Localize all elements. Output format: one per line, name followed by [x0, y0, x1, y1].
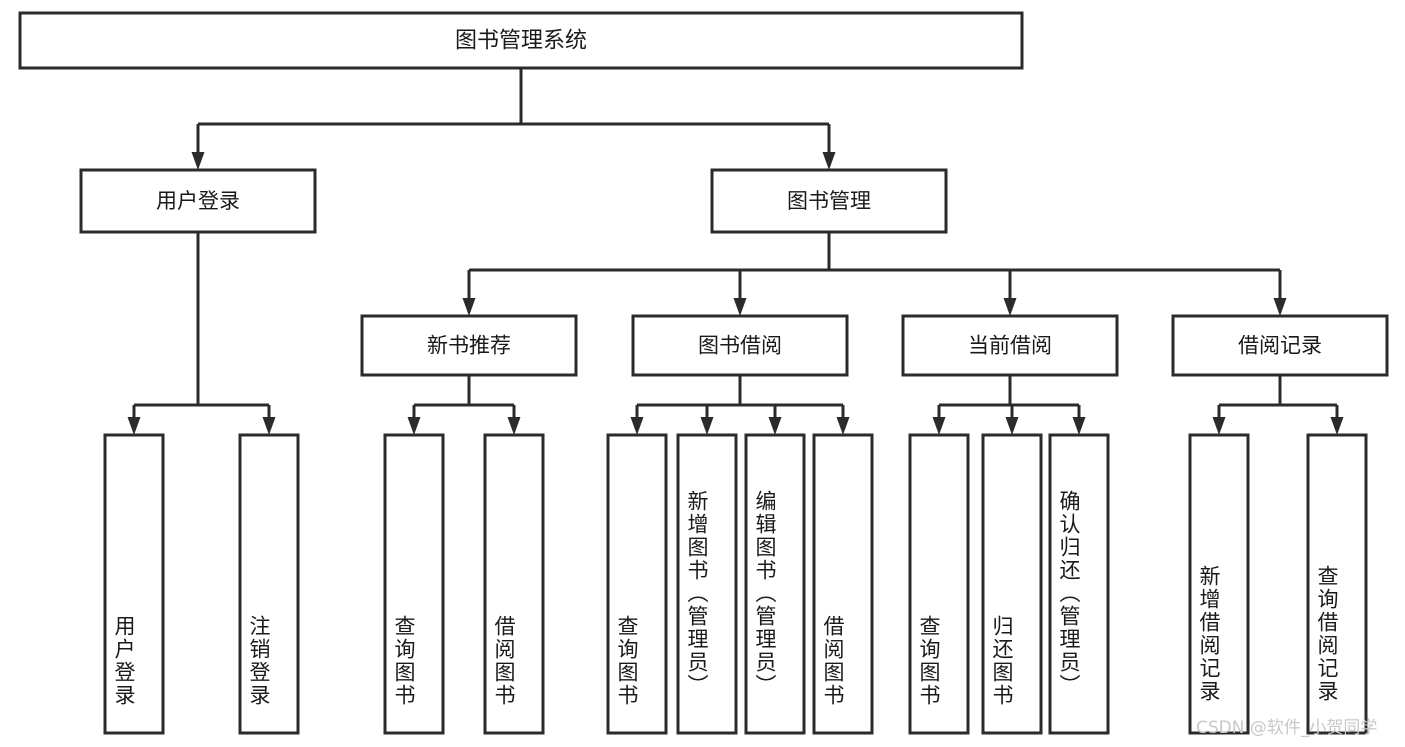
arrowhead-icon: [407, 417, 421, 435]
csdn-watermark: CSDN @软件_小贺同学: [1196, 718, 1377, 738]
connector-layer: [127, 68, 1344, 435]
arrowhead-icon: [191, 152, 205, 170]
node-new-book-rec-box: [360, 314, 578, 377]
node-leaf-query-book-3-box: [908, 433, 970, 735]
node-leaf-borrow-book-2-label: 借阅图书: [821, 615, 845, 707]
node-leaf-add-book-label: 新增图书（管理员）: [685, 490, 709, 697]
node-book-borrow-label: 图书借阅: [698, 334, 782, 358]
node-leaf-query-book-2-label: 查询图书: [615, 615, 639, 707]
node-leaf-add-book-box: [676, 433, 738, 735]
node-new-book-rec-label: 新书推荐: [427, 334, 511, 358]
arrowhead-icon: [462, 298, 476, 316]
arrowhead-icon: [507, 417, 521, 435]
node-leaf-borrow-book-1-label: 借阅图书: [492, 615, 516, 707]
arrowhead-icon: [700, 417, 714, 435]
node-leaf-borrow-book-2-box: [812, 433, 874, 735]
node-book-manage-label: 图书管理: [787, 189, 871, 213]
node-leaf-add-book[interactable]: 新增图书（管理员）: [676, 433, 738, 735]
node-leaf-query-record-label: 查询借阅记录: [1315, 565, 1339, 703]
node-leaf-add-record-label: 新增借阅记录: [1197, 565, 1221, 703]
node-leaf-borrow-book-1-box: [483, 433, 545, 735]
arrowhead-icon: [1003, 298, 1017, 316]
arrowhead-icon: [1212, 417, 1226, 435]
node-root[interactable]: 图书管理系统: [18, 11, 1024, 70]
node-leaf-user-login[interactable]: 用户登录: [103, 433, 165, 735]
node-book-borrow-box: [631, 314, 849, 377]
arrowhead-icon: [127, 417, 141, 435]
arrowhead-icon: [1072, 417, 1086, 435]
node-leaf-user-login-label: 用户登录: [112, 615, 136, 707]
arrowhead-icon: [768, 417, 782, 435]
node-current-borrow-label: 当前借阅: [968, 334, 1052, 358]
node-leaf-borrow-book-1[interactable]: 借阅图书: [483, 433, 545, 735]
node-leaf-return-book-box: [981, 433, 1043, 735]
node-borrow-record[interactable]: 借阅记录: [1171, 314, 1389, 377]
node-root-box: [18, 11, 1024, 70]
node-leaf-query-book-2-box: [606, 433, 668, 735]
arrowhead-icon: [1330, 417, 1344, 435]
arrowhead-icon: [1005, 417, 1019, 435]
node-current-borrow-box: [901, 314, 1119, 377]
node-user-login-label: 用户登录: [156, 189, 240, 213]
node-leaf-borrow-book-2[interactable]: 借阅图书: [812, 433, 874, 735]
node-leaf-confirm-return-box: [1048, 433, 1110, 735]
arrowhead-icon: [630, 417, 644, 435]
node-leaf-user-logout[interactable]: 注销登录: [238, 433, 300, 735]
node-user-login-box: [79, 168, 317, 234]
node-leaf-query-book-3[interactable]: 查询图书: [908, 433, 970, 735]
node-leaf-query-book-1-box: [383, 433, 445, 735]
node-book-manage-box: [710, 168, 948, 234]
node-leaf-return-book[interactable]: 归还图书: [981, 433, 1043, 735]
node-leaf-user-logout-label: 注销登录: [247, 615, 271, 707]
node-user-login[interactable]: 用户登录: [79, 168, 317, 234]
arrowhead-icon: [932, 417, 946, 435]
node-leaf-user-login-box: [103, 433, 165, 735]
node-leaf-confirm-return-label: 确认归还（管理员）: [1057, 490, 1081, 697]
node-leaf-edit-book[interactable]: 编辑图书（管理员）: [744, 433, 806, 735]
node-book-manage[interactable]: 图书管理: [710, 168, 948, 234]
node-root-label: 图书管理系统: [455, 29, 587, 54]
node-leaf-edit-book-box: [744, 433, 806, 735]
arrowhead-icon: [262, 417, 276, 435]
arrowhead-icon: [836, 417, 850, 435]
node-leaf-add-record[interactable]: 新增借阅记录: [1188, 433, 1250, 735]
node-book-borrow[interactable]: 图书借阅: [631, 314, 849, 377]
node-leaf-query-book-1[interactable]: 查询图书: [383, 433, 445, 735]
node-leaf-query-record-box: [1306, 433, 1368, 735]
arrowhead-icon: [733, 298, 747, 316]
node-borrow-record-box: [1171, 314, 1389, 377]
node-leaf-query-record[interactable]: 查询借阅记录: [1306, 433, 1368, 735]
node-current-borrow[interactable]: 当前借阅: [901, 314, 1119, 377]
node-leaf-query-book-3-label: 查询图书: [917, 615, 941, 707]
arrowhead-icon: [1273, 298, 1287, 316]
node-borrow-record-label: 借阅记录: [1238, 334, 1322, 358]
node-leaf-query-book-1-label: 查询图书: [392, 615, 416, 707]
node-leaf-edit-book-label: 编辑图书（管理员）: [753, 490, 777, 697]
node-leaf-query-book-2[interactable]: 查询图书: [606, 433, 668, 735]
arrowhead-icon: [822, 152, 836, 170]
node-leaf-add-record-box: [1188, 433, 1250, 735]
node-leaf-return-book-label: 归还图书: [990, 615, 1014, 707]
node-leaf-user-logout-box: [238, 433, 300, 735]
node-new-book-rec[interactable]: 新书推荐: [360, 314, 578, 377]
node-leaf-confirm-return[interactable]: 确认归还（管理员）: [1048, 433, 1110, 735]
